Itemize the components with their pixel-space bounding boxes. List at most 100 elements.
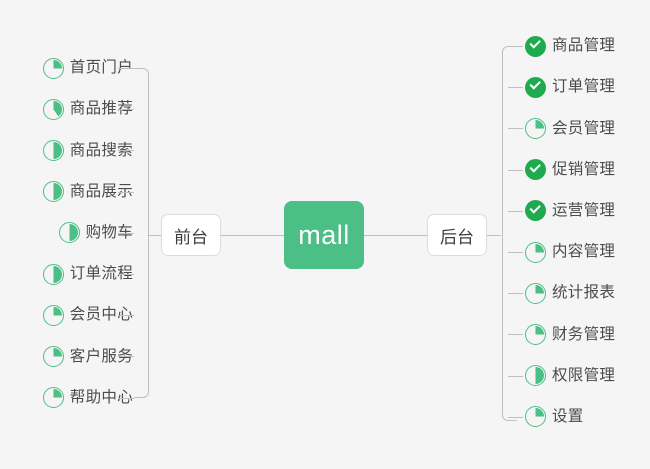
progress-wedge [527, 408, 544, 426]
branch-node-backend-label: 后台 [440, 227, 474, 247]
leaf-item-label: 促销管理 [552, 160, 616, 178]
check-glyph [529, 78, 541, 90]
progress-pie-icon [42, 181, 64, 203]
leaf-item-right-10[interactable]: 设置 [525, 402, 584, 432]
right-branch-bracket [502, 46, 517, 421]
leaf-item-left-3[interactable]: 商品搜索 [42, 135, 133, 165]
leaf-item-label: 财务管理 [552, 325, 616, 343]
leaf-item-label: 商品推荐 [69, 100, 133, 118]
leaf-item-right-9[interactable]: 权限管理 [525, 361, 615, 391]
progress-wedge [44, 306, 62, 324]
leaf-connector-right-1 [508, 46, 523, 47]
leaf-connector-left-7 [118, 315, 134, 317]
connector-center-to-right-node [363, 235, 428, 236]
leaf-item-label: 设置 [552, 408, 584, 426]
leaf-item-right-6[interactable]: 内容管理 [525, 237, 615, 267]
progress-wedge [44, 141, 62, 159]
leaf-item-right-1[interactable]: 商品管理 [525, 31, 615, 61]
progress-pie-icon [525, 282, 546, 304]
leaf-item-label: 权限管理 [552, 366, 616, 384]
progress-wedge [44, 389, 62, 407]
progress-pie-icon [525, 365, 546, 387]
leaf-item-label: 内容管理 [552, 243, 616, 261]
progress-pie-icon [42, 57, 64, 79]
check-glyph [529, 37, 541, 49]
progress-pie-icon [42, 387, 64, 409]
progress-wedge [527, 325, 544, 343]
progress-pie-icon [42, 98, 64, 120]
leaf-connector-left-4 [118, 191, 134, 193]
leaf-connector-right-4 [508, 169, 523, 171]
check-circle-icon [525, 159, 546, 181]
leaf-connector-left-3 [118, 150, 134, 152]
leaf-item-left-4[interactable]: 商品展示 [42, 177, 133, 207]
leaf-item-left-9[interactable]: 帮助中心 [42, 383, 133, 413]
leaf-connector-right-6 [508, 252, 523, 253]
leaf-connector-left-8 [118, 356, 134, 358]
leaf-item-label: 订单流程 [69, 265, 133, 283]
branch-node-frontend[interactable]: 前台 [161, 214, 221, 256]
leaf-item-label: 订单管理 [552, 78, 616, 96]
progress-pie-icon [525, 241, 546, 263]
progress-wedge [527, 367, 544, 385]
leaf-item-label: 客户服务 [69, 347, 133, 365]
leaf-item-left-1[interactable]: 首页门户 [42, 53, 133, 83]
progress-wedge [60, 224, 78, 242]
leaf-item-left-5[interactable]: 购物车 [58, 218, 133, 248]
center-node-mall[interactable]: mall [284, 201, 364, 269]
left-branch-bracket [134, 68, 149, 398]
leaf-connector-right-10 [508, 416, 523, 418]
progress-wedge [527, 119, 544, 137]
leaf-item-right-8[interactable]: 财务管理 [525, 319, 615, 349]
leaf-connector-right-5 [508, 210, 523, 212]
progress-wedge [44, 347, 62, 365]
leaf-item-left-2[interactable]: 商品推荐 [42, 94, 133, 124]
progress-pie-icon [525, 323, 546, 345]
leaf-item-label: 会员中心 [69, 306, 133, 324]
leaf-connector-left-9 [118, 397, 134, 399]
progress-pie-icon [42, 139, 64, 161]
progress-wedge [44, 265, 62, 283]
progress-wedge [44, 100, 62, 118]
progress-pie-icon [42, 345, 64, 367]
leaf-connector-right-3 [508, 128, 523, 130]
center-node-label: mall [298, 219, 350, 250]
connector-left-node-to-bracket [148, 235, 162, 236]
progress-wedge [527, 243, 544, 261]
progress-pie-icon [42, 263, 64, 285]
leaf-item-left-6[interactable]: 订单流程 [42, 259, 133, 289]
leaf-item-right-5[interactable]: 运营管理 [525, 196, 615, 226]
leaf-item-right-2[interactable]: 订单管理 [525, 72, 615, 102]
leaf-item-right-7[interactable]: 统计报表 [525, 278, 615, 308]
leaf-connector-right-2 [508, 87, 523, 89]
branch-node-backend[interactable]: 后台 [427, 214, 487, 256]
check-circle-icon [525, 35, 546, 57]
leaf-item-left-8[interactable]: 客户服务 [42, 341, 133, 371]
progress-pie-icon [42, 304, 64, 326]
leaf-connector-left-6 [118, 274, 134, 275]
progress-pie-icon [58, 222, 80, 244]
leaf-connector-left-2 [118, 109, 134, 111]
connector-right-node-to-bracket [487, 235, 501, 236]
leaf-item-label: 商品搜索 [69, 141, 133, 159]
leaf-item-right-4[interactable]: 促销管理 [525, 155, 615, 185]
leaf-item-label: 商品展示 [69, 182, 133, 200]
leaf-item-label: 统计报表 [552, 284, 616, 302]
leaf-item-label: 运营管理 [552, 202, 616, 220]
check-glyph [529, 202, 541, 214]
progress-wedge [527, 284, 544, 302]
check-circle-icon [525, 200, 546, 222]
progress-pie-icon [525, 117, 546, 139]
leaf-item-label: 购物车 [85, 224, 133, 242]
leaf-item-label: 首页门户 [69, 59, 133, 77]
leaf-item-right-3[interactable]: 会员管理 [525, 113, 615, 143]
leaf-item-label: 帮助中心 [69, 388, 133, 406]
leaf-item-label: 会员管理 [552, 119, 616, 137]
branch-node-frontend-label: 前台 [174, 227, 208, 247]
leaf-item-left-7[interactable]: 会员中心 [42, 300, 133, 330]
leaf-connector-left-5 [118, 232, 134, 234]
leaf-connector-right-8 [508, 334, 523, 336]
check-glyph [529, 160, 541, 172]
leaf-connector-left-1 [118, 68, 134, 69]
